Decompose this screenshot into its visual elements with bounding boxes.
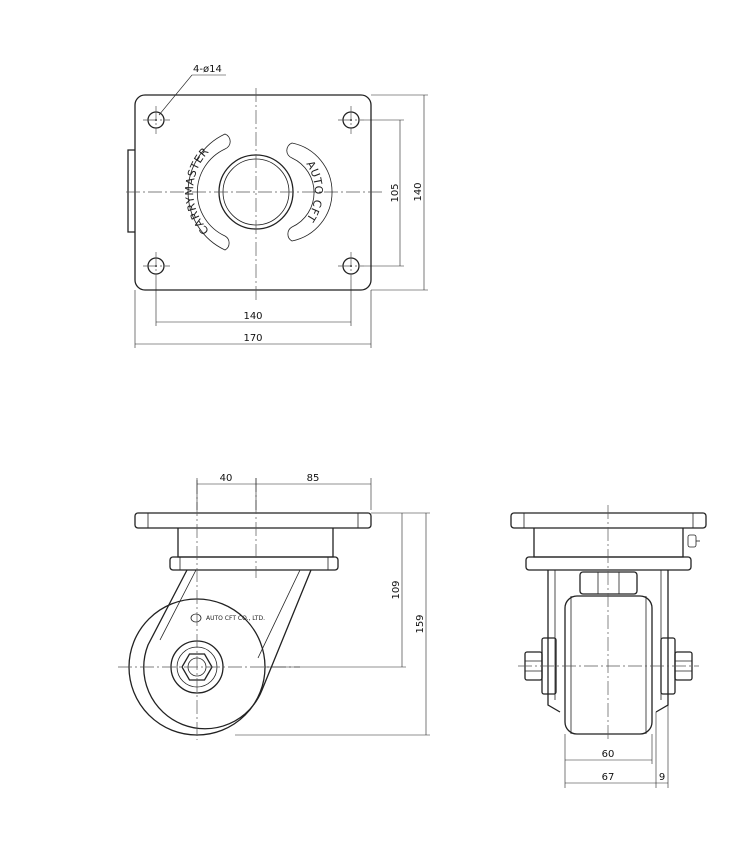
top-view: CARRYMASTER AUTO CFT 4-ø14 140 170 105 1…	[126, 64, 428, 348]
top-plate-outline	[134, 94, 372, 291]
front-swivel-ring	[525, 556, 692, 571]
fork-leg-right	[655, 570, 669, 713]
mounting-holes	[147, 111, 360, 275]
dim-height-159: 159	[415, 614, 426, 633]
logo-band-left	[187, 133, 231, 251]
swivel-housing	[177, 528, 334, 558]
dim-height-109: 109	[391, 580, 402, 599]
dim-plate-thickness: 9	[659, 772, 665, 783]
maker-logo	[190, 613, 202, 623]
front-top-plate	[510, 512, 707, 529]
logo-band-right	[286, 142, 333, 242]
side-view: AUTO CFT CO., LTD. 40 85 109 159	[118, 473, 430, 740]
dim-offset-85: 85	[307, 473, 320, 484]
logo-right-text: AUTO CFT	[304, 159, 325, 225]
dim-plate-depth: 140	[413, 182, 424, 201]
plate-side-lip	[127, 149, 135, 233]
wheel-front	[564, 595, 653, 735]
front-swivel-housing	[533, 528, 684, 558]
maker-mark: AUTO CFT CO., LTD.	[206, 615, 265, 622]
side-top-plate	[134, 512, 372, 529]
swivel-ring	[169, 556, 339, 571]
dim-offset-40: 40	[220, 473, 233, 484]
fork-leg	[143, 569, 312, 730]
axle-nut-hex	[181, 653, 213, 681]
dim-plate-width: 170	[243, 333, 262, 344]
grease-nipple	[687, 534, 697, 548]
dim-frame-width: 67	[602, 772, 615, 783]
dim-hole-pitch-h: 140	[243, 311, 262, 322]
kingpin-nut	[579, 571, 638, 595]
fork-leg-left	[547, 570, 561, 713]
dim-hole-pitch-v: 105	[390, 183, 401, 202]
front-view: 60 67 9	[510, 505, 707, 788]
dim-wheel-width: 60	[602, 749, 615, 760]
hole-callout: 4-ø14	[193, 64, 222, 75]
